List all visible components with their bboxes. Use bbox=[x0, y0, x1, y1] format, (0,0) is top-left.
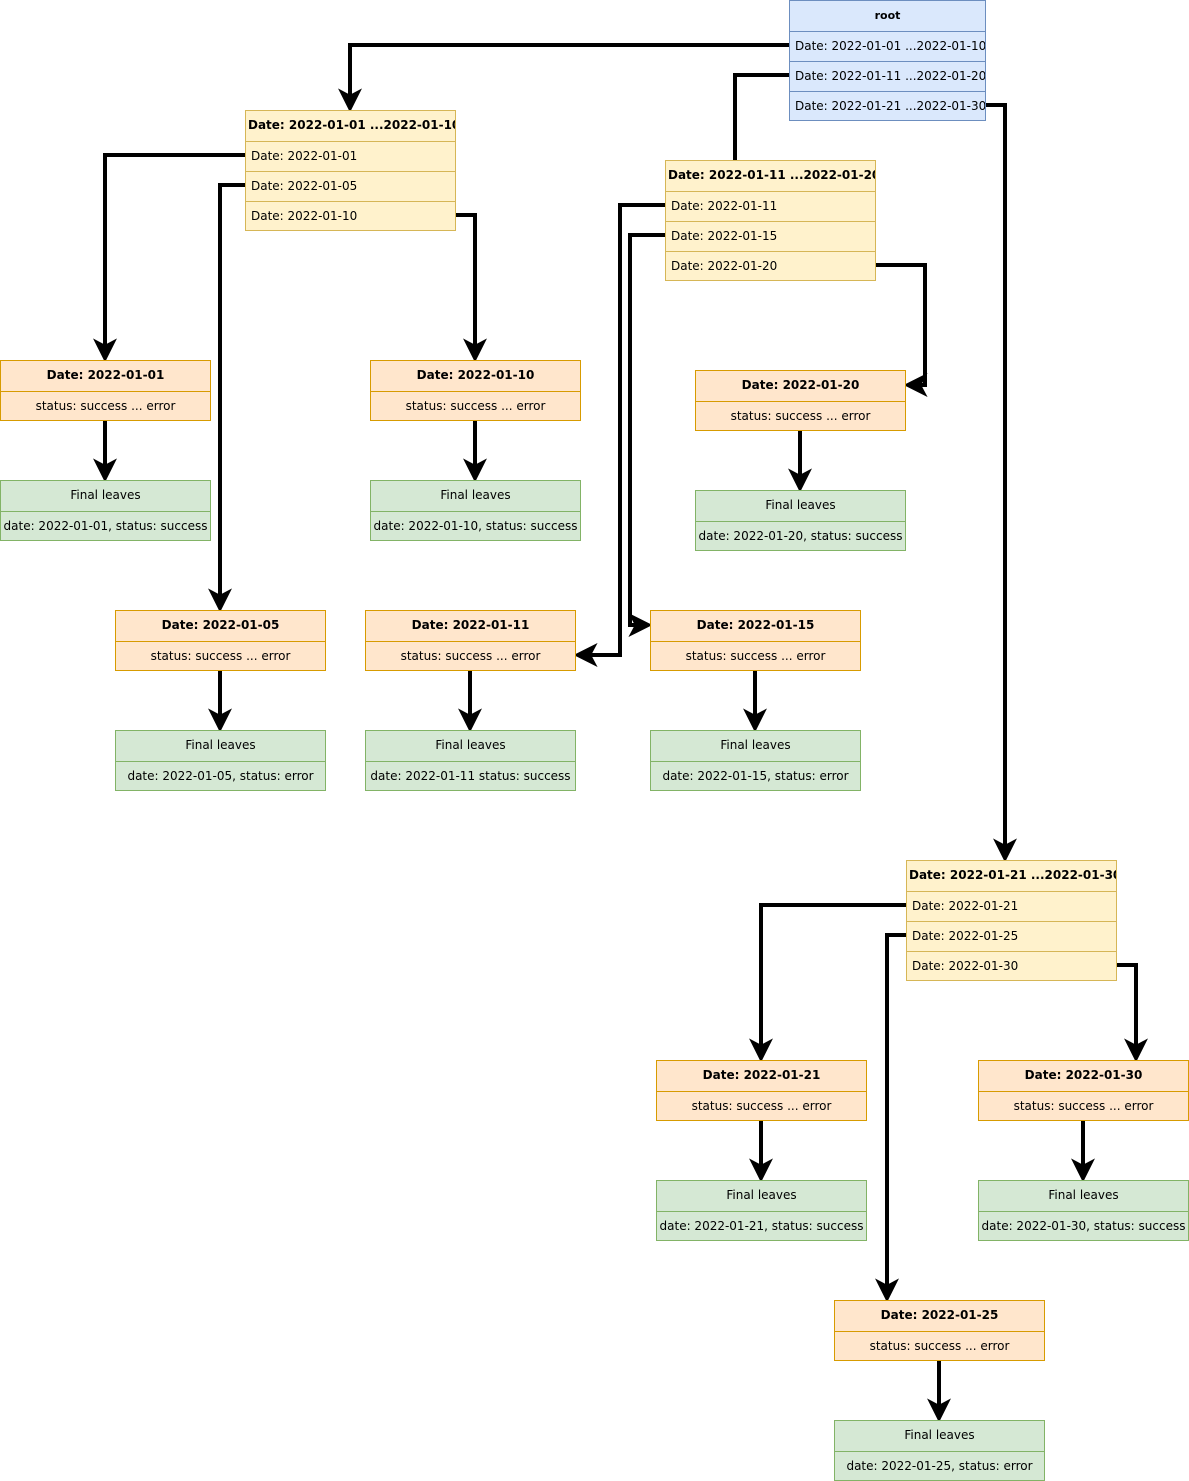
final-leaves-title: Final leaves bbox=[904, 1428, 975, 1442]
range-node-item: Date: 2022-01-20 bbox=[666, 251, 875, 281]
status-node-status: status: success ... error bbox=[1, 391, 210, 421]
final-leaves-2022-01-25: Final leaves date: 2022-01-25, status: e… bbox=[834, 1420, 1045, 1481]
status-node-2022-01-15: Date: 2022-01-15 status: success ... err… bbox=[650, 610, 861, 671]
status-node-title: Date: 2022-01-21 bbox=[702, 1068, 821, 1082]
final-leaves-value: date: 2022-01-15, status: error bbox=[651, 761, 860, 791]
range-node-item: Date: 2022-01-21 bbox=[907, 891, 1116, 921]
range-node-item: Date: 2022-01-11 bbox=[666, 191, 875, 221]
root-item-3: Date: 2022-01-21 ...2022-01-30 bbox=[790, 91, 985, 121]
final-leaves-value: date: 2022-01-30, status: success bbox=[979, 1211, 1188, 1241]
status-node-2022-01-25: Date: 2022-01-25 status: success ... err… bbox=[834, 1300, 1045, 1361]
final-leaves-title: Final leaves bbox=[435, 738, 506, 752]
range-node-item: Date: 2022-01-05 bbox=[246, 171, 455, 201]
final-leaves-title: Final leaves bbox=[70, 488, 141, 502]
status-node-title: Date: 2022-01-30 bbox=[1024, 1068, 1143, 1082]
status-node-status: status: success ... error bbox=[835, 1331, 1044, 1361]
final-leaves-2022-01-15: Final leaves date: 2022-01-15, status: e… bbox=[650, 730, 861, 791]
status-node-2022-01-10: Date: 2022-01-10 status: success ... err… bbox=[370, 360, 581, 421]
range-node-title: Date: 2022-01-11 ...2022-01-20 bbox=[668, 168, 875, 182]
status-node-status: status: success ... error bbox=[657, 1091, 866, 1121]
final-leaves-value: date: 2022-01-05, status: error bbox=[116, 761, 325, 791]
edge-root-to-range-3 bbox=[986, 103, 1017, 863]
final-leaves-value: date: 2022-01-01, status: success bbox=[1, 511, 210, 541]
final-leaves-title: Final leaves bbox=[765, 498, 836, 512]
edge-range-1-to-2022-01-01 bbox=[93, 153, 245, 363]
range-node-item: Date: 2022-01-25 bbox=[907, 921, 1116, 951]
edge-range-3-to-2022-01-21 bbox=[749, 903, 906, 1063]
status-node-status: status: success ... error bbox=[116, 641, 325, 671]
final-leaves-2022-01-10: Final leaves date: 2022-01-10, status: s… bbox=[370, 480, 581, 541]
status-node-2022-01-11: Date: 2022-01-11 status: success ... err… bbox=[365, 610, 576, 671]
status-node-title: Date: 2022-01-10 bbox=[416, 368, 535, 382]
range-node-title: Date: 2022-01-21 ...2022-01-30 bbox=[909, 868, 1116, 882]
root-item-2: Date: 2022-01-11 ...2022-01-20 bbox=[790, 61, 985, 91]
status-node-2022-01-05: Date: 2022-01-05 status: success ... err… bbox=[115, 610, 326, 671]
edge-range-1-to-2022-01-05 bbox=[208, 183, 245, 613]
status-node-status: status: success ... error bbox=[651, 641, 860, 671]
final-leaves-2022-01-11: Final leaves date: 2022-01-11 status: su… bbox=[365, 730, 576, 791]
status-node-title: Date: 2022-01-11 bbox=[411, 618, 530, 632]
status-node-2022-01-21: Date: 2022-01-21 status: success ... err… bbox=[656, 1060, 867, 1121]
final-leaves-2022-01-05: Final leaves date: 2022-01-05, status: e… bbox=[115, 730, 326, 791]
edge-range-1-to-2022-01-10 bbox=[456, 213, 487, 363]
range-node-title: Date: 2022-01-01 ...2022-01-10 bbox=[248, 118, 455, 132]
edge-range-2-to-2022-01-20 bbox=[876, 263, 928, 397]
status-node-2022-01-20: Date: 2022-01-20 status: success ... err… bbox=[695, 370, 906, 431]
final-leaves-value: date: 2022-01-10, status: success bbox=[371, 511, 580, 541]
status-node-2022-01-01: Date: 2022-01-01 status: success ... err… bbox=[0, 360, 211, 421]
final-leaves-title: Final leaves bbox=[726, 1188, 797, 1202]
range-node-item: Date: 2022-01-15 bbox=[666, 221, 875, 251]
final-leaves-title: Final leaves bbox=[720, 738, 791, 752]
status-node-title: Date: 2022-01-05 bbox=[161, 618, 280, 632]
final-leaves-title: Final leaves bbox=[440, 488, 511, 502]
range-node-2022-01-21-to-2022-01-30: Date: 2022-01-21 ...2022-01-30 Date: 202… bbox=[906, 860, 1117, 981]
status-node-title: Date: 2022-01-20 bbox=[741, 378, 860, 392]
root-item-1: Date: 2022-01-01 ...2022-01-10 bbox=[790, 31, 985, 61]
edge-range-2-to-2022-01-11 bbox=[573, 203, 665, 667]
edge-root-to-range-2 bbox=[733, 73, 789, 160]
status-node-2022-01-30: Date: 2022-01-30 status: success ... err… bbox=[978, 1060, 1189, 1121]
root-node: root Date: 2022-01-01 ...2022-01-10 Date… bbox=[789, 0, 986, 121]
edge-range-2-to-2022-01-15 bbox=[628, 233, 665, 637]
final-leaves-value: date: 2022-01-20, status: success bbox=[696, 521, 905, 551]
status-node-status: status: success ... error bbox=[371, 391, 580, 421]
status-node-status: status: success ... error bbox=[366, 641, 575, 671]
status-node-status: status: success ... error bbox=[696, 401, 905, 431]
final-leaves-2022-01-21: Final leaves date: 2022-01-21, status: s… bbox=[656, 1180, 867, 1241]
final-leaves-value: date: 2022-01-11 status: success bbox=[366, 761, 575, 791]
status-node-title: Date: 2022-01-25 bbox=[880, 1308, 999, 1322]
edge-range-3-to-2022-01-30 bbox=[1117, 963, 1148, 1063]
root-title: root bbox=[874, 9, 901, 22]
final-leaves-2022-01-01: Final leaves date: 2022-01-01, status: s… bbox=[0, 480, 211, 541]
status-node-title: Date: 2022-01-15 bbox=[696, 618, 815, 632]
status-node-title: Date: 2022-01-01 bbox=[46, 368, 165, 382]
final-leaves-value: date: 2022-01-21, status: success bbox=[657, 1211, 866, 1241]
final-leaves-value: date: 2022-01-25, status: error bbox=[835, 1451, 1044, 1481]
status-node-status: status: success ... error bbox=[979, 1091, 1188, 1121]
range-node-2022-01-01-to-2022-01-10: Date: 2022-01-01 ...2022-01-10 Date: 202… bbox=[245, 110, 456, 231]
edge-range-3-to-2022-01-25 bbox=[875, 933, 906, 1303]
edge-root-to-range-1 bbox=[338, 43, 789, 113]
range-node-2022-01-11-to-2022-01-20: Date: 2022-01-11 ...2022-01-20 Date: 202… bbox=[665, 160, 876, 281]
final-leaves-title: Final leaves bbox=[185, 738, 256, 752]
final-leaves-title: Final leaves bbox=[1048, 1188, 1119, 1202]
range-node-item: Date: 2022-01-30 bbox=[907, 951, 1116, 981]
final-leaves-2022-01-20: Final leaves date: 2022-01-20, status: s… bbox=[695, 490, 906, 551]
final-leaves-2022-01-30: Final leaves date: 2022-01-30, status: s… bbox=[978, 1180, 1189, 1241]
range-node-item: Date: 2022-01-10 bbox=[246, 201, 455, 231]
range-node-item: Date: 2022-01-01 bbox=[246, 141, 455, 171]
